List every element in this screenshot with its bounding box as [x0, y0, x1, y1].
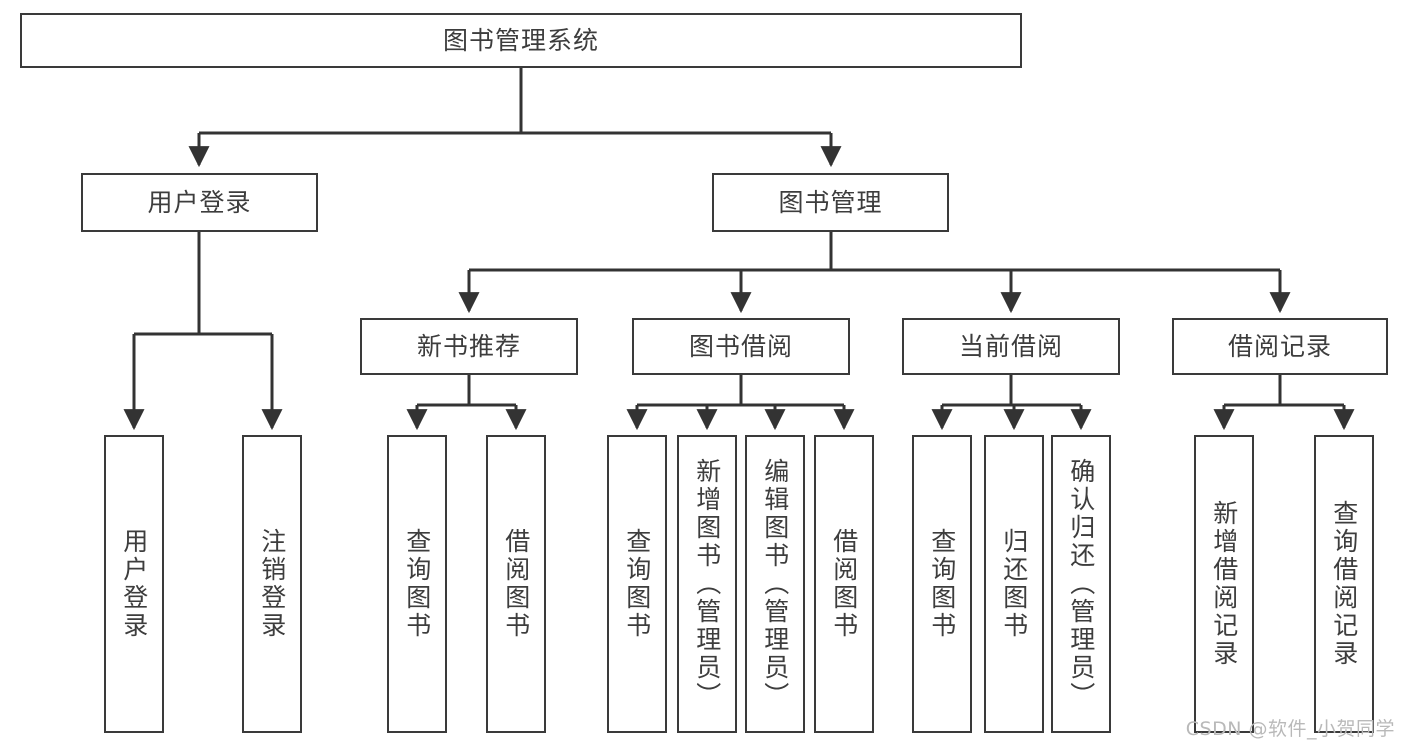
csdn-watermark: CSDN @软件_小贺同学 [1185, 718, 1395, 740]
leaf-label: 查询图书 [402, 528, 432, 640]
leaf-label: 查询图书 [622, 528, 652, 640]
leaf-label: 新增图书（管理员） [692, 458, 722, 710]
node-leaf-user-logout[interactable]: 注销登录 [242, 435, 302, 733]
leaf-label: 归还图书 [999, 528, 1029, 640]
node-leaf-edit-book[interactable]: 编辑图书（管理员） [745, 435, 805, 733]
node-book-management[interactable]: 图书管理 [712, 173, 949, 232]
node-leaf-confirm-return[interactable]: 确认归还（管理员） [1051, 435, 1111, 733]
node-leaf-query-record[interactable]: 查询借阅记录 [1314, 435, 1374, 733]
node-leaf-return-book[interactable]: 归还图书 [984, 435, 1044, 733]
node-leaf-borrow-book-1[interactable]: 借阅图书 [486, 435, 546, 733]
leaf-label: 借阅图书 [501, 528, 531, 640]
node-leaf-add-book[interactable]: 新增图书（管理员） [677, 435, 737, 733]
leaf-label: 用户登录 [119, 528, 149, 640]
leaf-label: 编辑图书（管理员） [760, 458, 790, 710]
node-root-system[interactable]: 图书管理系统 [20, 13, 1022, 68]
leaf-label: 确认归还（管理员） [1066, 458, 1096, 710]
node-user-login[interactable]: 用户登录 [81, 173, 318, 232]
node-new-book-recommend[interactable]: 新书推荐 [360, 318, 578, 375]
node-borrow-record[interactable]: 借阅记录 [1172, 318, 1388, 375]
leaf-label: 查询图书 [927, 528, 957, 640]
leaf-label: 查询借阅记录 [1329, 500, 1359, 668]
node-leaf-borrow-book-2[interactable]: 借阅图书 [814, 435, 874, 733]
leaf-label: 注销登录 [257, 528, 287, 640]
node-book-borrow[interactable]: 图书借阅 [632, 318, 850, 375]
leaf-label: 借阅图书 [829, 528, 859, 640]
node-leaf-add-record[interactable]: 新增借阅记录 [1194, 435, 1254, 733]
node-leaf-query-book-1[interactable]: 查询图书 [387, 435, 447, 733]
node-leaf-query-book-2[interactable]: 查询图书 [607, 435, 667, 733]
node-current-borrow[interactable]: 当前借阅 [902, 318, 1120, 375]
node-leaf-query-book-3[interactable]: 查询图书 [912, 435, 972, 733]
leaf-label: 新增借阅记录 [1209, 500, 1239, 668]
node-leaf-user-login[interactable]: 用户登录 [104, 435, 164, 733]
